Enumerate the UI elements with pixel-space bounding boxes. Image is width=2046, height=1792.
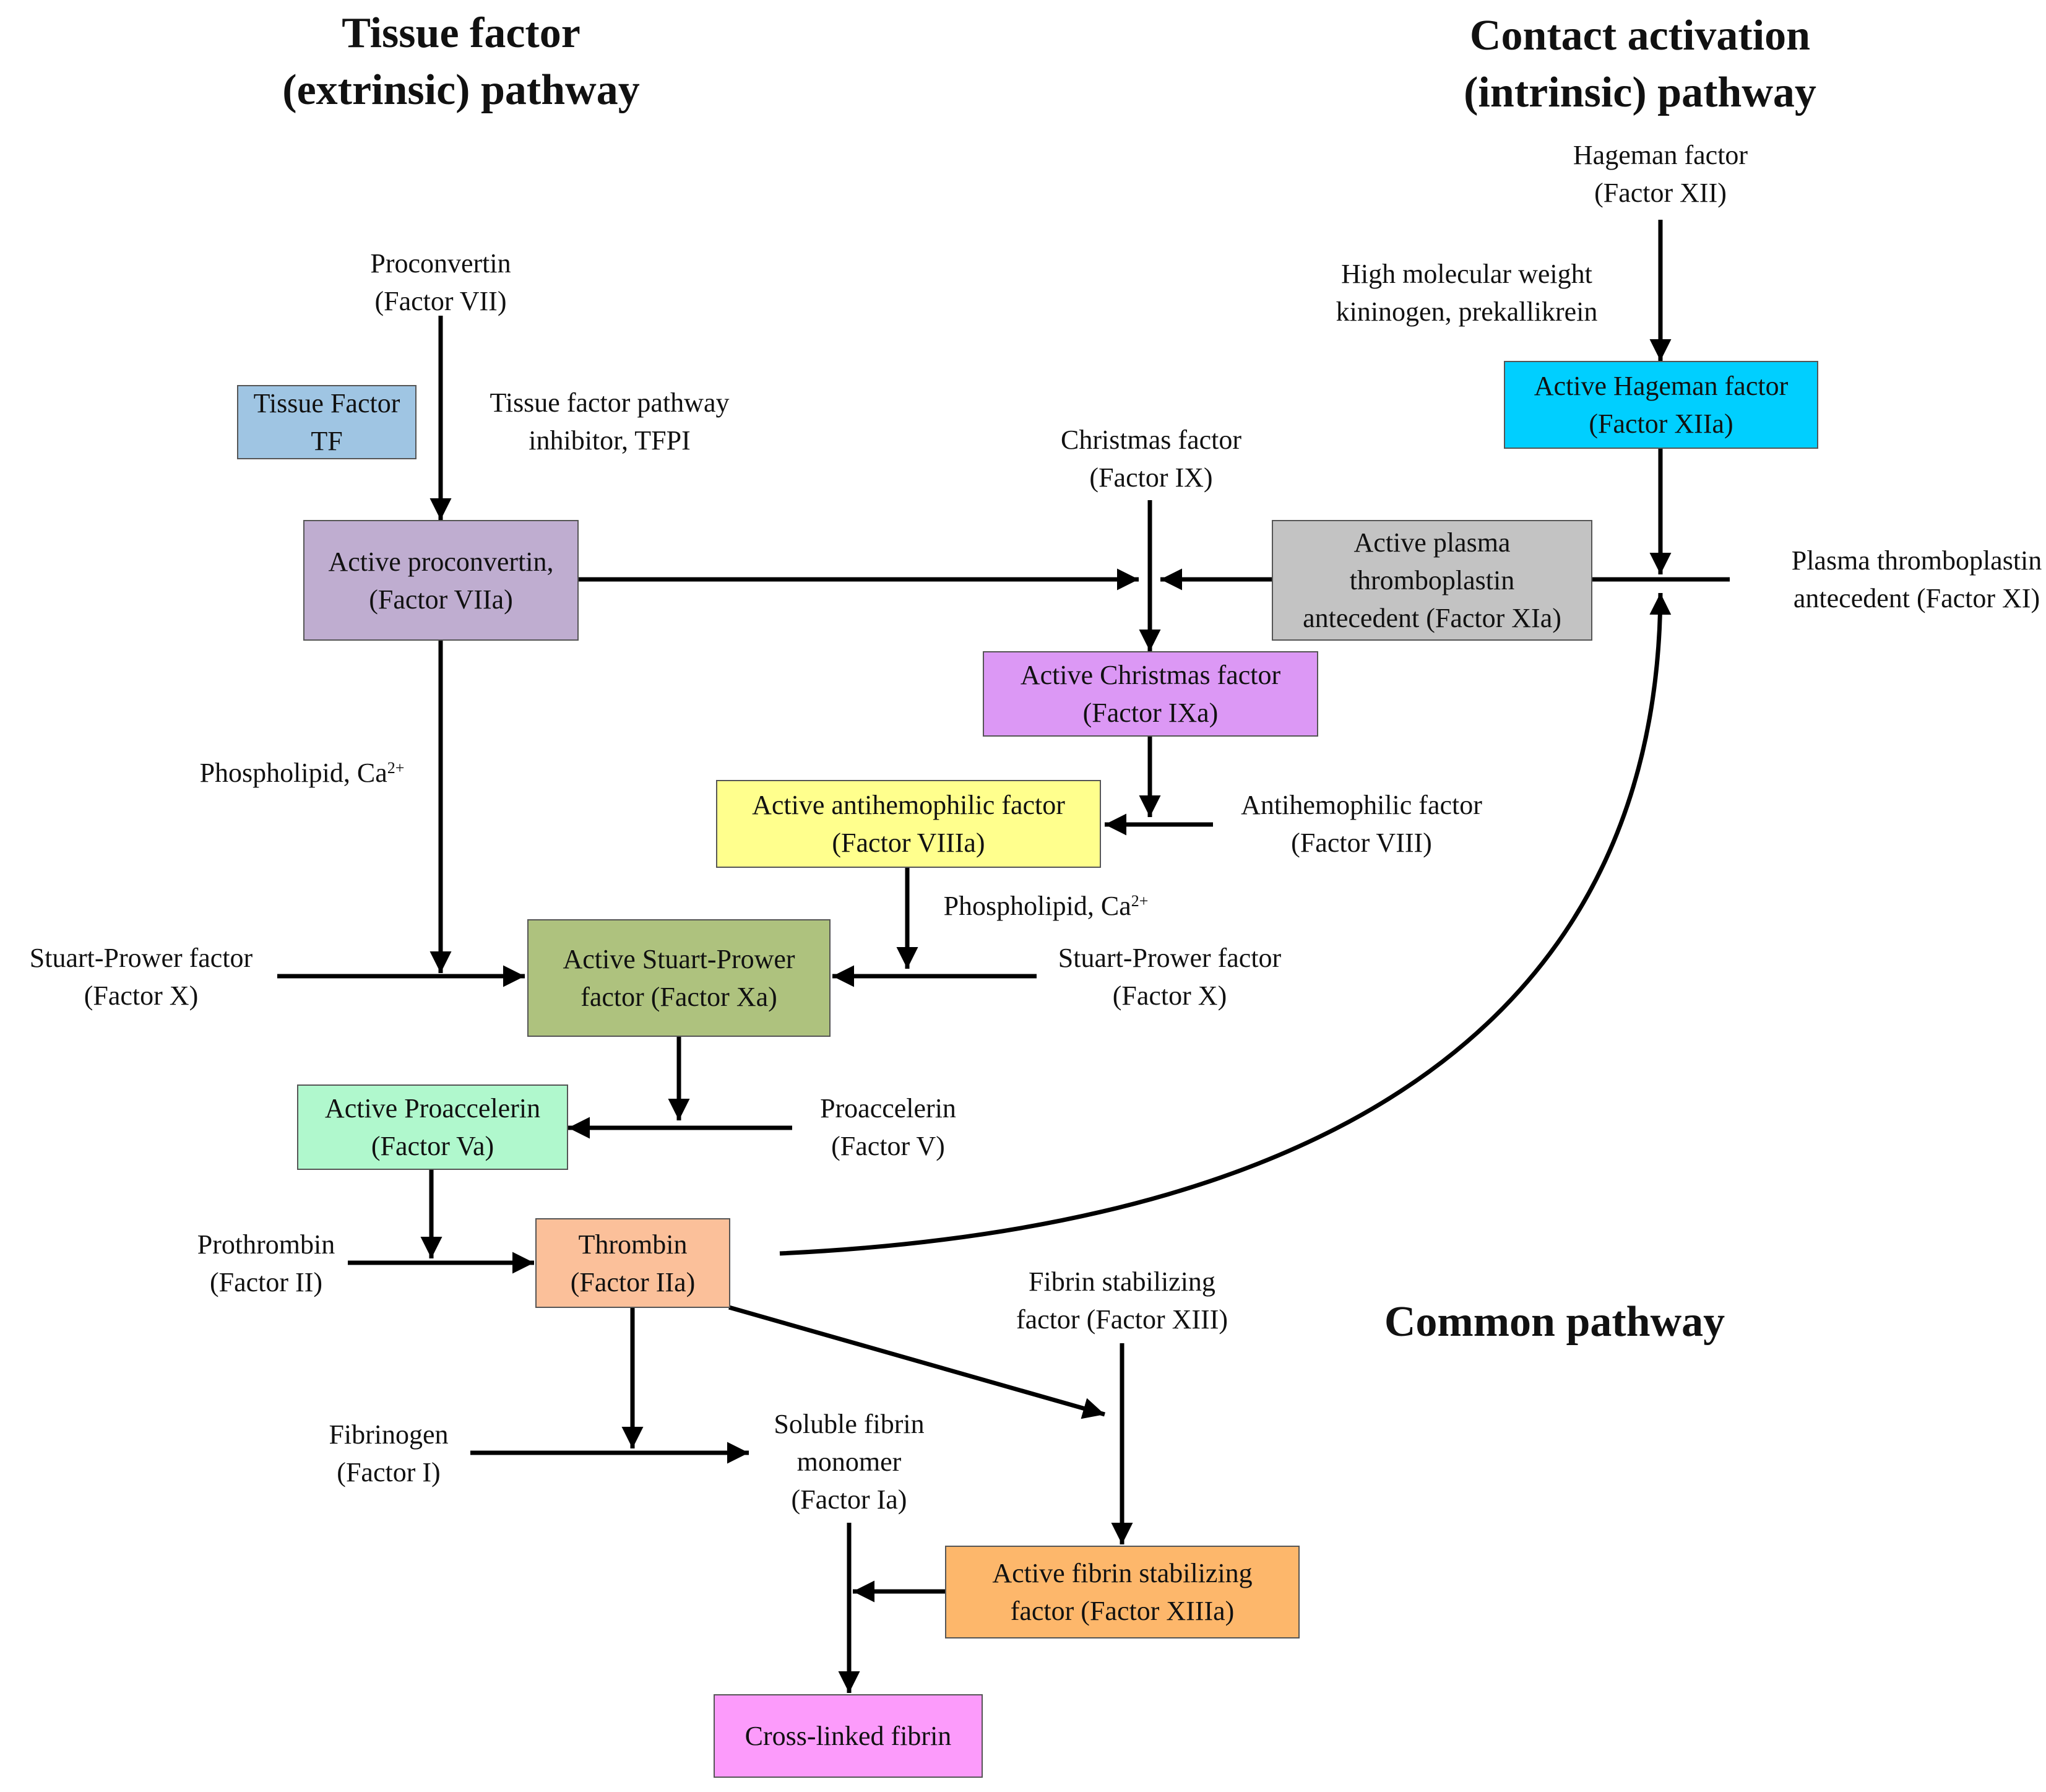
label-tfpi: Tissue factor pathway inhibitor, TFPI [490, 384, 730, 459]
label-phospholipid-left-text: Phospholipid, Ca [199, 758, 387, 788]
label-antihemophilic: Antihemophilic factor (Factor VIII) [1241, 786, 1482, 862]
title-intrinsic-line2: (intrinsic) pathway [1464, 69, 1816, 116]
box-factor-ixa: Active Christmas factor (Factor IXa) [983, 651, 1318, 737]
box-cross-linked-fibrin: Cross-linked fibrin [714, 1694, 983, 1778]
label-proconvertin: Proconvertin (Factor VII) [370, 245, 511, 320]
box-factor-viia: Active proconvertin, (Factor VIIa) [303, 520, 579, 641]
label-prothrombin-line1: Prothrombin [197, 1229, 335, 1260]
label-tfpi-line1: Tissue factor pathway [490, 387, 730, 418]
title-extrinsic: Tissue factor (extrinsic) pathway [282, 5, 639, 119]
label-prothrombin-line2: (Factor II) [209, 1267, 323, 1297]
label-phospholipid-right-charge: 2+ [1131, 892, 1149, 910]
box-factor-viiia-line1: Active antihemophilic factor [752, 790, 1065, 820]
box-factor-xia: Active plasma thromboplastin antecedent (F… [1272, 520, 1592, 641]
title-common-line1: Common pathway [1384, 1298, 1725, 1346]
label-phospholipid-left-charge: 2+ [387, 759, 405, 777]
box-factor-xiiia-line1: Active fibrin stabilizing [992, 1558, 1253, 1588]
label-stuart-left-line1: Stuart-Prower factor [29, 943, 253, 973]
label-stuart-right: Stuart-Prower factor (Factor X) [1058, 939, 1281, 1015]
arrow-thrombin-feedback [779, 592, 1672, 1256]
label-fibrin-stabilizing: Fibrin stabilizing factor (Factor XIII) [1016, 1263, 1228, 1338]
label-christmas-line2: (Factor IX) [1089, 462, 1213, 493]
label-proaccelerin: Proaccelerin (Factor V) [820, 1089, 956, 1165]
label-soluble-fibrin-line3: (Factor Ia) [791, 1484, 907, 1515]
label-pta-line1: Plasma thromboplastin [1791, 545, 2042, 576]
box-cross-linked-fibrin-line1: Cross-linked fibrin [745, 1721, 952, 1751]
box-factor-ixa-line2: (Factor IXa) [1082, 698, 1219, 728]
title-intrinsic: Contact activation (intrinsic) pathway [1464, 7, 1816, 121]
label-proconvertin-line1: Proconvertin [370, 248, 511, 279]
box-factor-viiia: Active antihemophilic factor (Factor VIII… [716, 780, 1101, 868]
label-stuart-right-line1: Stuart-Prower factor [1058, 943, 1282, 973]
label-fibrin-stabilizing-line1: Fibrin stabilizing [1029, 1266, 1215, 1297]
label-phospholipid-left: Phospholipid, Ca2+ [200, 754, 405, 792]
box-factor-xiia: Active Hageman factor (Factor XIIa) [1504, 361, 1818, 449]
label-hageman-line1: Hageman factor [1573, 140, 1748, 170]
box-factor-viia-line1: Active proconvertin, [328, 546, 554, 577]
label-soluble-fibrin: Soluble fibrin monomer (Factor Ia) [774, 1405, 924, 1518]
box-factor-xa: Active Stuart-Prower factor (Factor Xa) [527, 919, 831, 1037]
label-proaccelerin-line2: (Factor V) [831, 1131, 945, 1161]
box-thrombin: Thrombin (Factor IIa) [535, 1218, 730, 1308]
title-extrinsic-line2: (extrinsic) pathway [282, 66, 640, 114]
box-factor-xa-line2: factor (Factor Xa) [581, 982, 777, 1012]
box-factor-xiiia-line2: factor (Factor XIIIa) [1010, 1596, 1235, 1626]
box-tissue-factor-line1: Tissue Factor [253, 388, 400, 418]
box-factor-xia-line2: thromboplastin [1349, 565, 1515, 595]
label-stuart-left-line2: (Factor X) [84, 980, 199, 1011]
label-fibrinogen: Fibrinogen (Factor I) [329, 1416, 448, 1491]
box-factor-va: Active Proaccelerin (Factor Va) [297, 1084, 568, 1170]
label-fibrin-stabilizing-line2: factor (Factor XIII) [1016, 1304, 1228, 1335]
label-prothrombin: Prothrombin (Factor II) [197, 1226, 335, 1301]
label-antihemophilic-line1: Antihemophilic factor [1241, 790, 1482, 820]
box-thrombin-line2: (Factor IIa) [570, 1266, 696, 1297]
label-antihemophilic-line2: (Factor VIII) [1291, 828, 1432, 858]
box-thrombin-line1: Thrombin [578, 1229, 688, 1260]
box-factor-viia-line2: (Factor VIIa) [369, 584, 513, 615]
label-hmwk: High molecular weight kininogen, prekall… [1336, 255, 1598, 331]
label-soluble-fibrin-line2: monomer [796, 1447, 902, 1477]
label-pta-line2: antecedent (Factor XI) [1793, 583, 2040, 613]
label-hageman-line2: (Factor XII) [1594, 178, 1727, 208]
label-fibrinogen-line1: Fibrinogen [329, 1419, 449, 1450]
box-factor-ixa-line1: Active Christmas factor [1020, 660, 1281, 690]
label-stuart-left: Stuart-Prower factor (Factor X) [30, 939, 253, 1015]
label-hageman: Hageman factor (Factor XII) [1573, 136, 1748, 212]
label-fibrinogen-line2: (Factor I) [337, 1457, 441, 1487]
box-factor-viiia-line2: (Factor VIIIa) [832, 828, 985, 858]
title-extrinsic-line1: Tissue factor [342, 9, 581, 57]
label-phospholipid-right-text: Phospholipid, Ca [943, 891, 1131, 921]
box-factor-xiia-line1: Active Hageman factor [1534, 371, 1789, 401]
label-soluble-fibrin-line1: Soluble fibrin [774, 1409, 925, 1439]
label-proaccelerin-line1: Proaccelerin [820, 1093, 956, 1123]
box-factor-xia-line3: antecedent (Factor XIa) [1303, 603, 1561, 633]
label-proconvertin-line2: (Factor VII) [374, 286, 507, 316]
label-phospholipid-right: Phospholipid, Ca2+ [944, 887, 1149, 925]
title-common: Common pathway [1384, 1294, 1725, 1351]
box-factor-xia-line1: Active plasma [1353, 527, 1511, 558]
box-factor-va-line1: Active Proaccelerin [324, 1093, 541, 1123]
box-factor-xiiia: Active fibrin stabilizing factor (Factor … [945, 1546, 1300, 1638]
box-tissue-factor-line2: TF [311, 426, 343, 456]
box-factor-va-line2: (Factor Va) [371, 1131, 494, 1161]
label-christmas: Christmas factor (Factor IX) [1061, 421, 1241, 496]
label-stuart-right-line2: (Factor X) [1112, 980, 1227, 1011]
title-intrinsic-line1: Contact activation [1469, 12, 1811, 59]
label-tfpi-line2: inhibitor, TFPI [529, 425, 691, 456]
label-hmwk-line1: High molecular weight [1341, 259, 1592, 289]
box-factor-xa-line1: Active Stuart-Prower [563, 944, 795, 974]
label-christmas-line1: Christmas factor [1060, 425, 1242, 455]
label-hmwk-line2: kininogen, prekallikrein [1336, 297, 1598, 327]
label-pta: Plasma thromboplastin antecedent (Factor… [1792, 542, 2042, 617]
arrow-iia-to-xiii [728, 1305, 1105, 1419]
box-factor-xiia-line2: (Factor XIIa) [1589, 409, 1733, 439]
